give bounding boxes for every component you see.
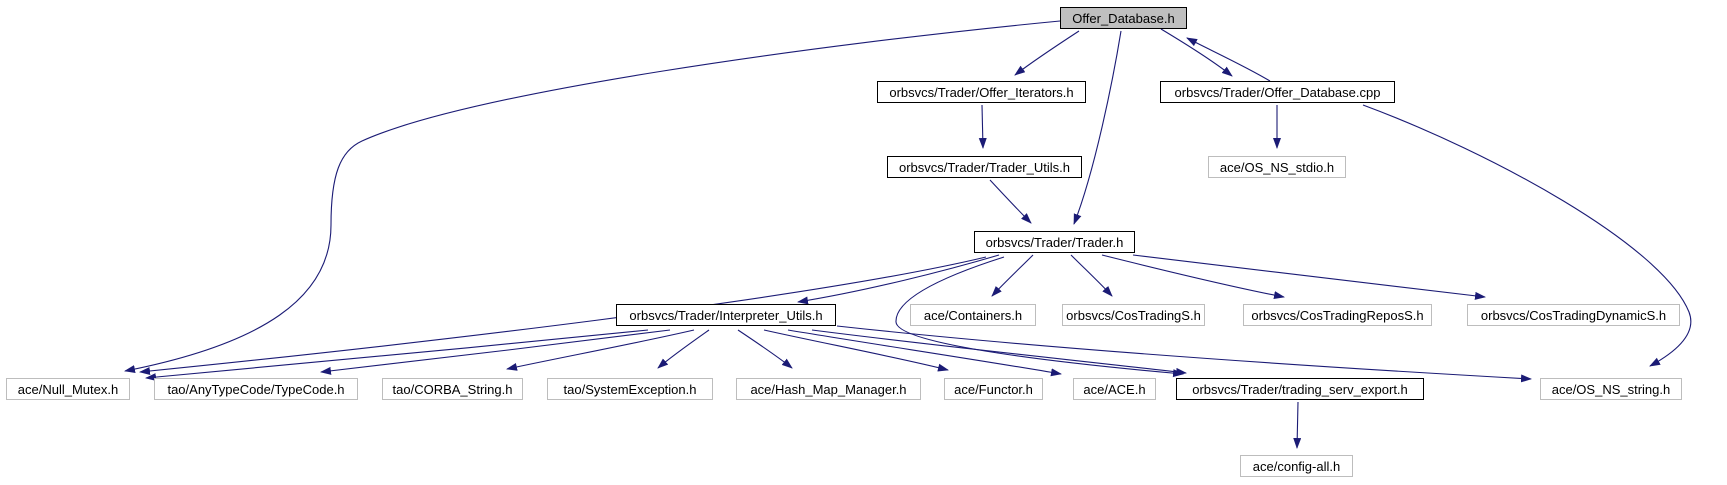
edge-interpreter-utils-to-functor xyxy=(763,329,949,372)
edge-trader-utils-to-trader xyxy=(989,179,1032,224)
edge-interpreter-utils-to-ace xyxy=(787,329,1062,377)
node-costradings-h: orbsvcs/CosTradingS.h xyxy=(1062,304,1205,326)
node-hash-map-manager-h: ace/Hash_Map_Manager.h xyxy=(736,378,921,400)
node-os-ns-string-h: ace/OS_NS_string.h xyxy=(1540,378,1682,400)
node-costradingdynamics-h: orbsvcs/CosTradingDynamicS.h xyxy=(1467,304,1680,326)
edge-interpreter-utils-to-hash-map-manager xyxy=(737,329,793,369)
edge-interpreter-utils-to-trading-serv-export xyxy=(811,329,1187,376)
edge-offer-database-cpp-to-os-ns-string xyxy=(1362,104,1692,367)
node-config-all-h: ace/config-all.h xyxy=(1240,455,1353,477)
edge-offer-database-to-trader xyxy=(1073,30,1122,225)
edge-trader-to-null-mutex xyxy=(139,256,987,375)
node-trader-utils-h[interactable]: orbsvcs/Trader/Trader_Utils.h xyxy=(887,156,1082,178)
edge-offer-database-to-offer-iterators xyxy=(1014,30,1080,76)
edge-offer-iterators-to-trader-utils xyxy=(978,104,987,149)
edge-trader-to-trading-serv-export xyxy=(895,256,1184,378)
node-offer-database-h[interactable]: Offer_Database.h xyxy=(1060,7,1187,29)
edge-offer-database-to-offer-database-cpp xyxy=(1160,28,1233,77)
node-offer-database-cpp[interactable]: orbsvcs/Trader/Offer_Database.cpp xyxy=(1160,81,1395,103)
node-typecode-h: tao/AnyTypeCode/TypeCode.h xyxy=(154,378,358,400)
edge-interpreter-utils-to-typecode xyxy=(320,329,671,375)
node-ace-h: ace/ACE.h xyxy=(1073,378,1156,400)
edge-interpreter-utils-to-corba-string xyxy=(506,329,695,371)
edge-trader-to-containers xyxy=(991,254,1034,297)
edge-trader-to-costradingreposs xyxy=(1101,254,1285,300)
node-costradingreposs-h: orbsvcs/CosTradingReposS.h xyxy=(1243,304,1432,326)
edge-trader-to-costradingdynamics xyxy=(1132,254,1486,300)
node-offer-iterators-h[interactable]: orbsvcs/Trader/Offer_Iterators.h xyxy=(877,81,1086,103)
node-os-ns-stdio-h: ace/OS_NS_stdio.h xyxy=(1208,156,1346,178)
node-systemexception-h: tao/SystemException.h xyxy=(547,378,713,400)
edge-trading-serv-export-to-config-all xyxy=(1293,401,1302,449)
edge-interpreter-utils-to-null-mutex xyxy=(145,329,649,382)
node-interpreter-utils-h[interactable]: orbsvcs/Trader/Interpreter_Utils.h xyxy=(616,304,836,326)
edge-offer-database-to-null-mutex xyxy=(124,20,1061,373)
node-trading-serv-export-h[interactable]: orbsvcs/Trader/trading_serv_export.h xyxy=(1176,378,1424,400)
node-trader-h[interactable]: orbsvcs/Trader/Trader.h xyxy=(974,231,1135,253)
node-null-mutex-h: ace/Null_Mutex.h xyxy=(6,378,130,400)
edge-trader-to-interpreter-utils xyxy=(797,254,1000,305)
edge-interpreter-utils-to-systemexception xyxy=(657,329,710,369)
node-containers-h: ace/Containers.h xyxy=(910,304,1036,326)
node-functor-h: ace/Functor.h xyxy=(944,378,1043,400)
edge-trader-to-costradings xyxy=(1070,254,1113,297)
edge-offer-database-cpp-to-offer-database xyxy=(1186,37,1271,82)
node-corba-string-h: tao/CORBA_String.h xyxy=(382,378,523,400)
edge-interpreter-utils-to-os-ns-string xyxy=(836,325,1532,383)
